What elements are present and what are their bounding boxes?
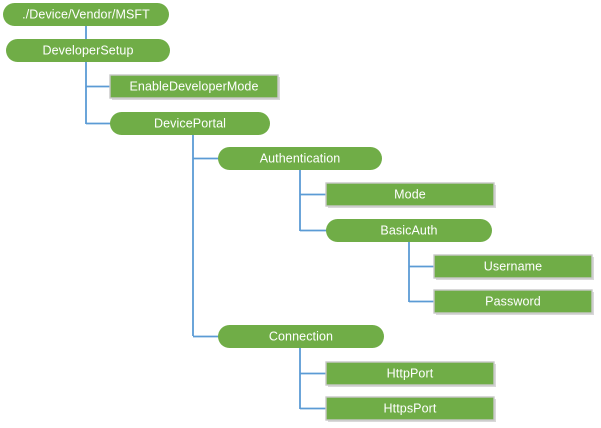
node-pill [3,3,169,26]
tree-node-developersetup[interactable]: DeveloperSetup [6,39,170,62]
node-label: Authentication [260,151,341,165]
node-label: Connection [269,329,333,343]
tree-node-httpport[interactable]: HttpPort [325,361,496,387]
tree-node-mode[interactable]: Mode [325,182,496,208]
node-pill [218,147,382,170]
node-pill [326,219,492,242]
node-label: BasicAuth [380,223,437,237]
node-label: Password [485,294,541,308]
node-label: EnableDeveloperMode [129,79,258,93]
node-label: ./Device/Vendor/MSFT [22,7,150,21]
tree-node-connection[interactable]: Connection [218,325,384,348]
node-box [433,289,593,314]
node-box [325,361,495,386]
node-box [325,182,495,207]
node-pill [218,325,384,348]
node-box [325,396,495,421]
connectors-layer [85,26,434,410]
node-box [109,74,279,99]
node-label: HttpPort [387,366,434,380]
tree-node-httpsport[interactable]: HttpsPort [325,396,496,422]
tree-node-root[interactable]: ./Device/Vendor/MSFT [3,3,169,26]
node-label: DeveloperSetup [42,43,133,57]
nodes-layer: ./Device/Vendor/MSFT DeveloperSetupEnable… [3,3,594,422]
node-box [433,254,593,279]
tree-node-enabledevelopermode[interactable]: EnableDeveloperMode [109,74,280,100]
tree-node-password[interactable]: Password [433,289,594,315]
node-label: Username [484,259,542,273]
node-pill [6,39,170,62]
tree-node-authentication[interactable]: Authentication [218,147,382,170]
node-label: HttpsPort [384,401,437,415]
node-label: DevicePortal [154,116,226,130]
node-pill [110,112,270,135]
tree-node-basicauth[interactable]: BasicAuth [326,219,492,242]
node-label: Mode [394,187,426,201]
tree-node-deviceportal[interactable]: DevicePortal [110,112,270,135]
tree-node-username[interactable]: Username [433,254,594,280]
